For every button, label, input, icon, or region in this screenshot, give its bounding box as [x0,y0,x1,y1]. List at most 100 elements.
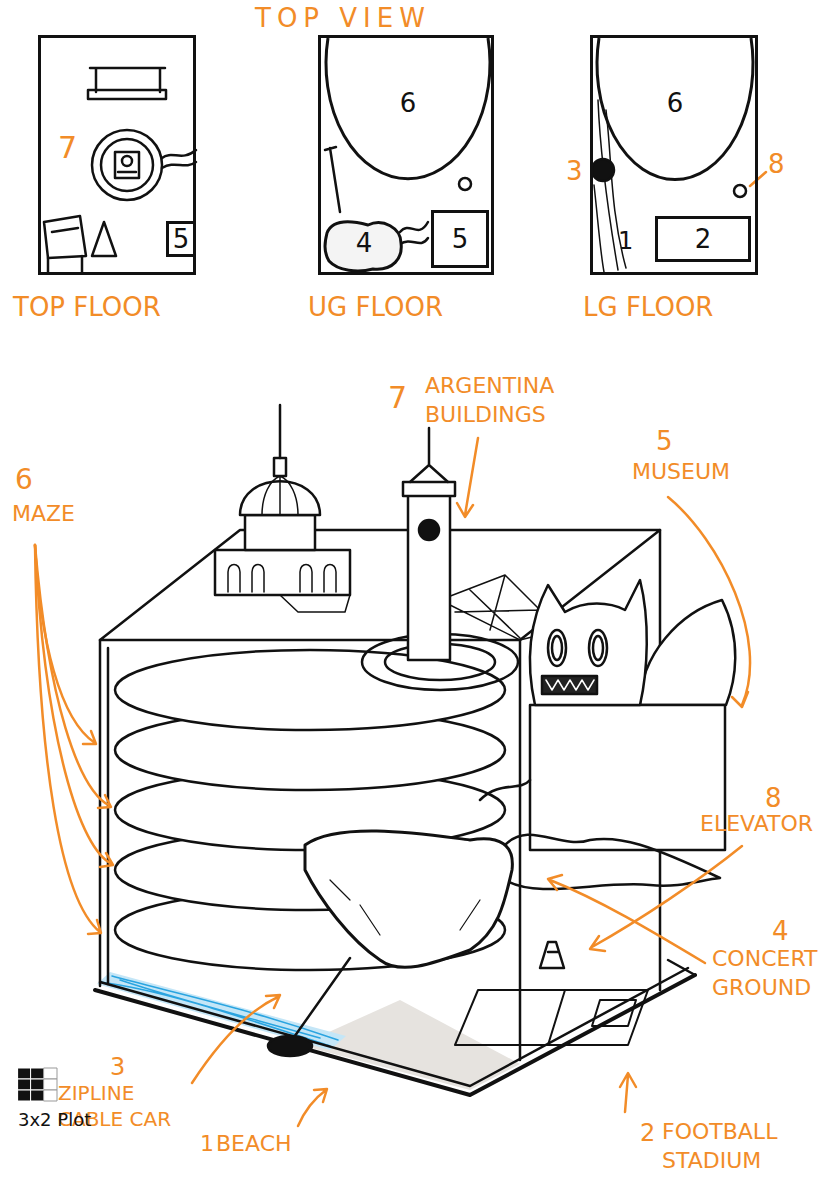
sketch-stroke [455,990,648,1045]
callout-number: 7 [388,378,407,417]
callout-number: 1 [200,1130,214,1159]
sketch-stroke [590,846,742,951]
area-number: 4 [356,228,373,258]
sketch-stroke [35,545,101,934]
sketch-stroke [592,159,614,181]
callout-text: BEACH [216,1130,292,1159]
floor-heading: LG FLOOR [583,292,713,322]
sketch-stroke [325,147,340,212]
area-number: 2 [695,224,712,254]
museum-area-box: 5 [431,210,489,268]
sketch-stroke [403,482,455,496]
sketch-stroke [95,975,695,1095]
callout-number: 8 [768,148,785,182]
sketch-stroke [305,831,512,967]
sketch-stroke [542,676,597,694]
sketch-stroke [44,1090,57,1101]
sketch-stroke [280,595,350,612]
sketch-stroke [593,636,603,660]
sketch-stroke [245,515,315,550]
sketch-stroke [548,630,566,666]
callout-number: 7 [58,128,77,167]
sketch-stroke [274,458,286,476]
sketch-stroke [215,550,350,595]
callout-number: 3 [110,1052,125,1083]
sketch-stroke [90,68,165,92]
sketch-title: TOP VIEW [255,2,431,36]
stadium-field [455,990,648,1045]
sketch-stroke [192,995,280,1083]
area-number: 6 [400,88,417,118]
sketch-stroke [88,90,166,99]
sketch-stroke [18,1068,31,1079]
elevator-symbol [540,942,564,968]
plot-base [95,960,695,1095]
sketch-stroke [640,600,735,705]
sketch-stroke [122,156,132,166]
sketch-stroke [552,636,562,660]
sketch-stroke [48,256,82,272]
callout-text: MUSEUM [632,458,730,487]
concert-ground [305,831,720,967]
sketch-stroke [101,139,153,191]
sketch-stroke [262,476,298,515]
sketch-stroke [162,150,196,168]
sketch-stroke [457,438,478,517]
sketch-stroke [115,152,139,178]
area-number: 5 [173,224,190,254]
callout-number: 3 [566,155,583,189]
maze-area: 6 [324,38,492,188]
sketch-stroke [92,130,162,200]
sketch-stroke [228,565,336,593]
sketch-stroke [31,1090,44,1101]
cat-sculpture [530,580,647,705]
sketch-stroke [100,968,688,1086]
sketch-stroke [92,222,116,256]
sketch-stroke [530,580,647,705]
sketch-stroke [750,172,766,186]
sketch-stroke [18,1090,31,1101]
sketch-stroke [668,497,750,707]
sketch-stroke [410,428,448,482]
area-number: 6 [667,88,684,118]
floor-plan-panel: UG FLOOR645 [318,35,494,275]
callout-number: 5 [656,425,673,459]
sketch-stroke [400,222,428,244]
floor-heading: TOP FLOOR [13,292,161,322]
stadium-area-box: 2 [655,216,751,262]
sketch-stroke [100,976,338,1046]
sketch-stroke [44,1079,57,1090]
callout-number: 1 [618,226,633,257]
sketch-stroke [548,875,705,963]
sketch-stroke [31,1068,44,1079]
sketch-stroke [18,1079,31,1090]
shape-outline [325,222,401,271]
sketch-stroke [35,545,113,867]
sketch-stroke [44,216,86,258]
maze-area: 6 [595,38,755,188]
sketch-stroke [292,958,350,1040]
sketch-stroke [480,780,530,800]
sketch-stroke [97,972,346,1050]
sketch-stroke [279,405,282,458]
sketch-stroke [668,960,695,975]
callout-number: 6 [15,462,33,498]
sketch-stroke [548,990,636,1045]
zipline-cable-car [268,958,350,1056]
floor-plan-panel: LG FLOOR62 [590,35,758,275]
sketch-stroke [530,705,725,850]
callout-text: ARGENTINA BUILDINGS [425,372,615,429]
shape-outline [597,38,753,179]
sketch-stroke [419,520,439,540]
callout-number: 2 [640,1118,655,1149]
sketch-stroke [298,1089,327,1126]
callout-text: CONCERT GROUND [712,945,830,1002]
callout-text: MAZE [12,500,75,529]
museum-area-box: 5 [166,221,196,257]
sketch-stroke [35,545,96,744]
argentina-buildings [215,405,560,690]
callout-text: ELEVATOR [700,810,813,839]
sketch-stroke [118,171,136,174]
